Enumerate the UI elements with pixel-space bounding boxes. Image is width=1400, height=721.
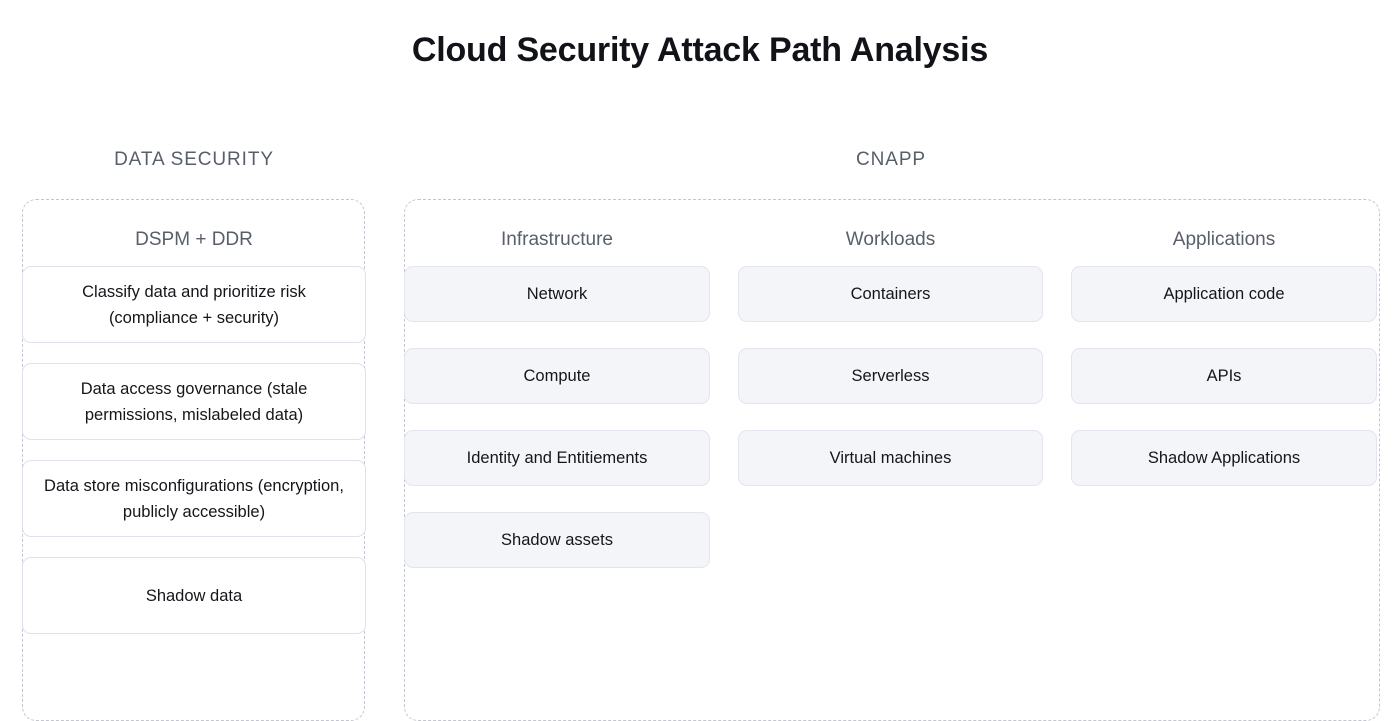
card-item[interactable]: Network [404, 266, 710, 322]
card-label: Network [526, 285, 588, 303]
card-item[interactable]: Serverless [738, 348, 1043, 404]
card-label: Shadow Applications [1147, 449, 1301, 467]
card-item[interactable]: Data access governance (stale permission… [22, 363, 366, 440]
card-item[interactable]: Containers [738, 266, 1043, 322]
card-item[interactable]: APIs [1071, 348, 1377, 404]
column-applications: Applications Application code APIs Shado… [1071, 226, 1377, 512]
card-item[interactable]: Data store misconfigurations (encryption… [22, 460, 366, 537]
column-workloads: Workloads Containers Serverless Virtual … [738, 226, 1043, 512]
column-label-workloads: Workloads [845, 229, 936, 250]
card-label: APIs [1206, 367, 1242, 385]
diagram-canvas: Cloud Security Attack Path Analysis DATA… [22, 31, 1380, 721]
column-label-infrastructure: Infrastructure [501, 229, 613, 250]
column-label-dspm-ddr: DSPM + DDR [135, 229, 253, 250]
card-label: Virtual machines [829, 449, 952, 467]
card-list-infrastructure: Network Compute Identity and Entitiement… [404, 266, 710, 568]
card-label: Classify data and prioritize risk (compl… [82, 282, 306, 327]
card-label: Data access governance (stale permission… [80, 379, 308, 424]
group-header-cnapp: CNAPP [856, 149, 926, 170]
card-label: Shadow assets [501, 531, 613, 549]
card-list-workloads: Containers Serverless Virtual machines [738, 266, 1043, 486]
card-item[interactable]: Virtual machines [738, 430, 1043, 486]
column-label-applications: Applications [1172, 229, 1276, 250]
card-list-applications: Application code APIs Shadow Application… [1071, 266, 1377, 486]
column-dspm-ddr: DSPM + DDR Classify data and prioritize … [22, 226, 366, 654]
card-label: Application code [1163, 285, 1285, 303]
card-label: Shadow data [145, 586, 243, 605]
card-item[interactable]: Shadow assets [404, 512, 710, 568]
card-item[interactable]: Shadow data [22, 557, 366, 634]
card-label: Serverless [851, 367, 930, 385]
card-list-dspm-ddr: Classify data and prioritize risk (compl… [22, 266, 366, 634]
card-item[interactable]: Identity and Entitiements [404, 430, 710, 486]
card-label: Containers [850, 285, 931, 303]
card-item[interactable]: Application code [1071, 266, 1377, 322]
group-header-data-security: DATA SECURITY [114, 149, 274, 170]
card-label: Compute [523, 367, 591, 385]
card-label: Data store misconfigurations (encryption… [44, 476, 344, 521]
card-item[interactable]: Classify data and prioritize risk (compl… [22, 266, 366, 343]
column-infrastructure: Infrastructure Network Compute Identity … [404, 226, 710, 594]
card-label: Identity and Entitiements [466, 449, 648, 467]
card-item[interactable]: Shadow Applications [1071, 430, 1377, 486]
card-item[interactable]: Compute [404, 348, 710, 404]
page-title: Cloud Security Attack Path Analysis [411, 31, 989, 69]
